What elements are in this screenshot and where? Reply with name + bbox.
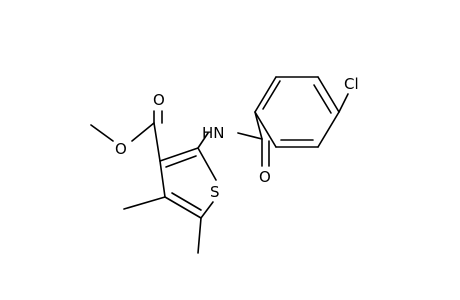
bond-ester-c-o-single: [131, 122, 155, 142]
atom-label-o-amide: O: [259, 168, 271, 186]
bond-n-thiophene-c2: [197, 132, 209, 149]
bond-benzene-c1-c2-inner: [262, 80, 281, 110]
bond-benzene-c3-c4: [317, 76, 340, 113]
atom-label-cl: Cl: [344, 75, 359, 93]
atom-label-s: S: [210, 183, 220, 201]
bond-ester-o-methyl: [90, 124, 114, 142]
atom-labels: Cl HN O O O S: [115, 75, 359, 201]
bond-benzene-carbonyl: [254, 111, 263, 140]
bond-thiophene-s-c2: [197, 147, 217, 181]
bond-benzene-c4-c5: [317, 111, 340, 148]
bond-amide-c-n: [237, 132, 263, 140]
bond-thiophene-c2-c3-double: [165, 155, 197, 168]
bond-thiophene-c4-c5-double: [171, 192, 202, 211]
bond-benzene-c1-c2: [254, 76, 277, 113]
bond-c4-methyl: [123, 196, 166, 210]
atom-label-o-ester: O: [115, 140, 127, 158]
bond-c4-cl: [338, 93, 349, 113]
bond-thiophene-c4-c5: [164, 196, 202, 219]
bond-thiophene-c5-s: [200, 201, 214, 219]
bond-benzene-c6-c1: [254, 111, 277, 148]
atom-label-nh: HN: [202, 124, 225, 142]
bond-thiophene-c2-c3: [159, 147, 199, 162]
atom-label-o-ester-carbonyl: O: [153, 91, 165, 109]
bonds: [90, 76, 349, 254]
bond-c5-methyl: [197, 217, 202, 254]
bond-c3-ester-c: [153, 122, 161, 162]
bond-thiophene-c3-c4: [159, 160, 166, 198]
bond-benzene-c3-c4-inner: [313, 84, 332, 114]
